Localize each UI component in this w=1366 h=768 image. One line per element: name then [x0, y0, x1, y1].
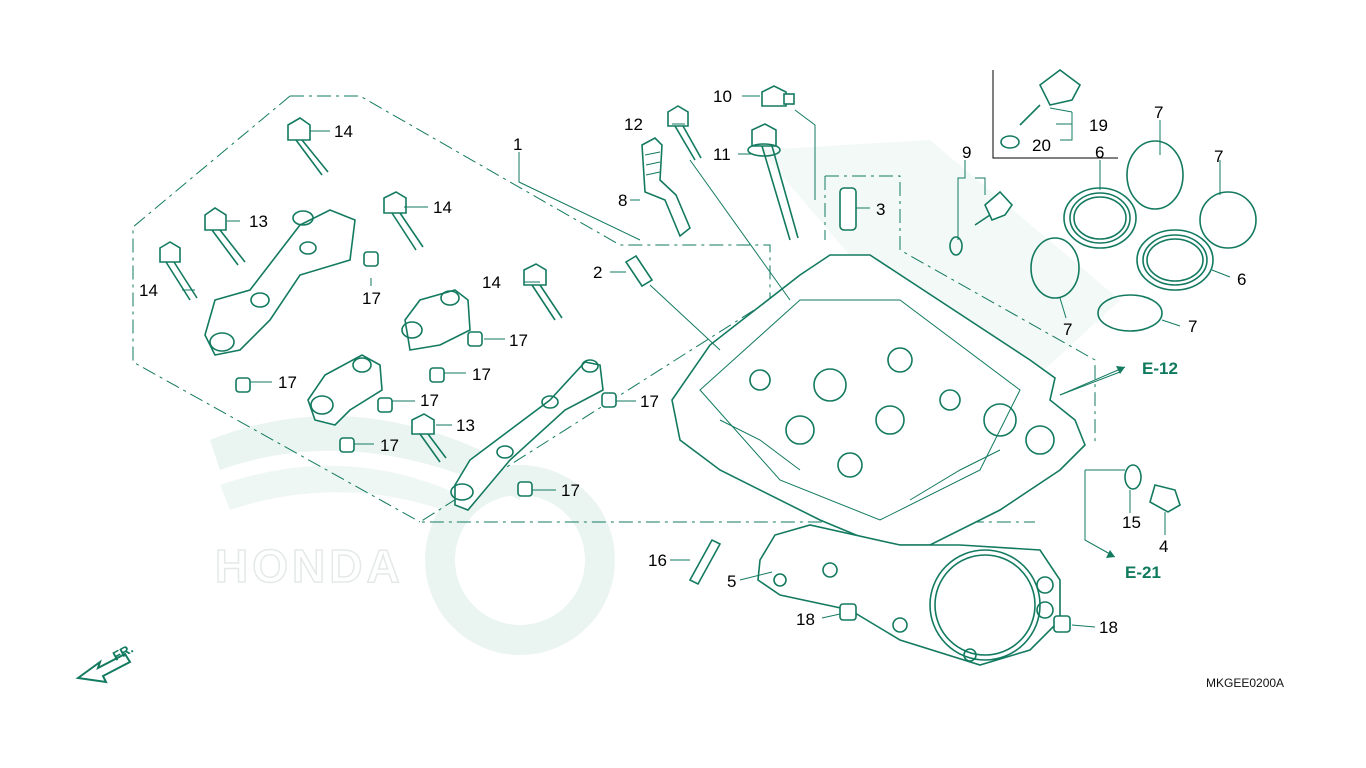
reference-e21: E-21 [1125, 563, 1161, 582]
clamp-7-top [1126, 140, 1184, 210]
pin-2 [624, 254, 654, 288]
callout-14-mid: 14 [433, 198, 452, 217]
o-ring-20 [1000, 135, 1020, 149]
pin-3 [839, 187, 857, 231]
stud-bolt-16 [688, 538, 722, 586]
callout-5: 5 [727, 572, 736, 591]
bolt-11 [747, 123, 799, 241]
bolt-14-left [159, 241, 198, 301]
callout-17-b: 17 [278, 373, 297, 392]
callout-10: 10 [713, 87, 732, 106]
bolt-10 [761, 85, 795, 107]
watermark-brand: HONDA [215, 540, 404, 592]
dowel-pins-17 [235, 251, 617, 497]
diagram-code: MKGEE0200A [1206, 676, 1284, 690]
bracket-sensor [992, 70, 1118, 159]
sealing-washer-15 [1124, 464, 1142, 490]
clamp-7-left [1030, 237, 1080, 299]
camshaft-holder-upper-left [204, 209, 356, 356]
callout-17-a: 17 [362, 289, 381, 308]
leader-lines [182, 95, 1231, 628]
callout-4: 4 [1159, 537, 1168, 556]
bolt-14-top [287, 117, 329, 176]
head-gasket-5 [757, 524, 1061, 666]
camshaft-holder-lower-long [450, 359, 604, 511]
camshaft-holder-lower-left [307, 354, 383, 426]
bolt-14-mid [383, 191, 424, 251]
spark-plug-8 [641, 137, 691, 238]
callout-19: 19 [1089, 116, 1108, 135]
callout-8: 8 [618, 191, 627, 210]
bolt-14-lower [523, 263, 563, 321]
callout-11: 11 [713, 145, 731, 164]
callout-14-lower: 14 [482, 273, 501, 292]
callout-17-c: 17 [509, 331, 528, 350]
callout-17-h: 17 [561, 481, 580, 500]
reference-arrow-e21 [1084, 539, 1116, 558]
callout-17-g: 17 [640, 392, 659, 411]
temp-sensor-9 [949, 190, 1014, 256]
callout-13-lower: 13 [456, 416, 475, 435]
callout-17-d: 17 [472, 365, 491, 384]
temp-sensor-19 [1019, 69, 1082, 126]
callout-7-top: 7 [1154, 103, 1163, 122]
callout-17-e: 17 [420, 391, 439, 410]
callout-3: 3 [876, 200, 885, 219]
dowel-pins-18 [839, 603, 1071, 633]
callout-6-lower: 6 [1237, 270, 1246, 289]
bolt-12 [667, 105, 702, 161]
callout-13-upper: 13 [249, 212, 268, 231]
callout-2: 2 [593, 263, 602, 282]
callout-7-right: 7 [1214, 147, 1223, 166]
clamp-7-right [1199, 191, 1257, 249]
callout-17-f: 17 [380, 436, 399, 455]
assembly-frame-head [824, 175, 1096, 445]
reference-e12: E-12 [1142, 359, 1178, 378]
sealing-bolt-4 [1149, 484, 1181, 513]
callout-18-right: 18 [1099, 618, 1118, 637]
insulator-6-upper [1063, 187, 1137, 249]
bolt-13-top [204, 207, 246, 266]
callout-12: 12 [624, 115, 643, 134]
callout-20: 20 [1032, 136, 1051, 155]
callout-1: 1 [513, 135, 522, 154]
cylinder-head [671, 254, 1086, 546]
callout-18-left: 18 [796, 610, 815, 629]
camshaft-holder-mid [401, 289, 471, 351]
callout-14-top: 14 [334, 122, 353, 141]
clamp-7-bottom [1097, 294, 1163, 332]
front-direction-arrow [75, 652, 132, 684]
callout-9: 9 [962, 143, 971, 162]
callout-15: 15 [1122, 513, 1141, 532]
callout-7-bottom: 7 [1188, 317, 1197, 336]
callout-6-upper: 6 [1095, 143, 1104, 162]
insulator-6-lower [1136, 229, 1214, 291]
callout-16: 16 [648, 551, 667, 570]
bolt-13-lower [411, 413, 447, 463]
callout-7-left: 7 [1063, 320, 1072, 339]
assembly-frame-camholders [132, 95, 1035, 523]
reference-arrow-e12 [1059, 366, 1126, 396]
callout-14-left: 14 [139, 281, 158, 300]
